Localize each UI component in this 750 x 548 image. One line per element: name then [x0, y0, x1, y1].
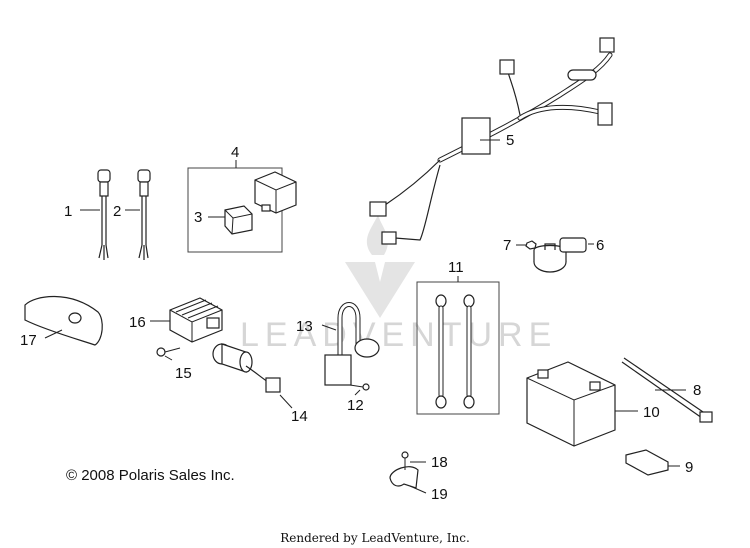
rendered-by-footer: Rendered by LeadVenture, Inc.: [280, 531, 470, 545]
callout-4: 4: [231, 144, 239, 161]
callout-13: 13: [296, 318, 313, 335]
callout-5: 5: [506, 132, 514, 149]
callout-8: 8: [693, 382, 701, 399]
callout-16: 16: [129, 314, 146, 331]
callout-15: 15: [175, 365, 192, 382]
part-11-cable-right: [463, 294, 475, 409]
callout-19: 19: [431, 486, 448, 503]
callout-9: 9: [685, 459, 693, 476]
callout-11: 11: [448, 259, 464, 276]
part-13-coil: [324, 302, 380, 386]
part-3-relay: [224, 205, 253, 235]
part-11-cable-left: [435, 294, 447, 409]
part-4-module: [254, 171, 297, 214]
callout-18: 18: [431, 454, 448, 471]
part-6-solenoid: [533, 237, 587, 273]
part-16-regulator: [169, 297, 223, 343]
callout-2: 2: [113, 203, 121, 220]
part-14-key-switch: [212, 343, 281, 393]
part-18-bolt: [401, 451, 409, 470]
part-12-screw: [349, 383, 370, 391]
callout-12: 12: [347, 397, 364, 414]
part-19-bracket: [389, 466, 419, 489]
part-5-harness: [369, 37, 615, 245]
part-10-battery: [526, 361, 616, 447]
copyright-text: © 2008 Polaris Sales Inc.: [66, 467, 235, 484]
part-7-nut: [525, 240, 537, 250]
watermark-logo-icon: [345, 262, 415, 318]
callout-10: 10: [643, 404, 660, 421]
callout-14: 14: [291, 408, 308, 425]
callout-3: 3: [194, 209, 202, 226]
callout-7: 7: [503, 237, 511, 254]
callout-6: 6: [596, 237, 604, 254]
part-1-connector: [97, 169, 111, 260]
callout-17: 17: [20, 332, 37, 349]
callout-1: 1: [64, 203, 72, 220]
watermark: LEADVENTURE: [240, 215, 557, 354]
watermark-flame-icon: [366, 215, 388, 255]
part-17-cover: [24, 295, 103, 346]
part-15-bolt: [156, 347, 181, 357]
part-9-pad: [625, 449, 669, 476]
part-2-connector: [137, 169, 151, 260]
watermark-text: LEADVENTURE: [240, 316, 557, 354]
